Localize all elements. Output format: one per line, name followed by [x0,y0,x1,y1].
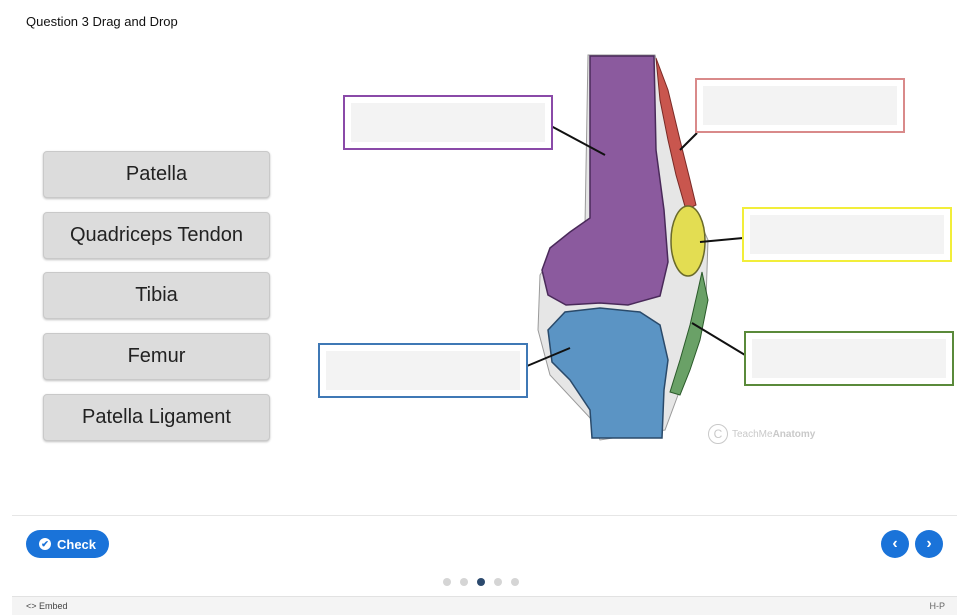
chevron-right-icon: › [926,535,931,553]
next-button[interactable]: › [915,530,943,558]
check-button[interactable]: ✔ Check [26,530,109,558]
check-label: Check [57,537,96,552]
progress-dot[interactable] [443,578,451,586]
chevron-left-icon: ‹ [892,535,897,553]
embed-link[interactable]: <> Embed [26,601,68,611]
watermark-suffix: Anatomy [773,429,816,440]
watermark: C TeachMeAnatomy [708,424,815,444]
dropzone-yellow[interactable] [742,207,952,262]
dropzone-red[interactable] [695,78,905,133]
dropzone-blue[interactable] [318,343,528,398]
progress-dots [443,578,519,586]
divider [12,515,957,516]
leader-line-red [680,133,697,150]
femur-shape [542,56,668,305]
patella-shape [671,206,705,276]
h5p-logo[interactable]: H-P [930,601,946,611]
progress-dot[interactable] [460,578,468,586]
copyright-icon: C [708,424,728,444]
progress-dot[interactable] [494,578,502,586]
dropzone-purple[interactable] [343,95,553,150]
dropzone-green[interactable] [744,331,954,386]
check-icon: ✔ [39,538,51,550]
tibia-shape [548,308,668,438]
previous-button[interactable]: ‹ [881,530,909,558]
watermark-prefix: TeachMe [732,429,773,440]
progress-dot[interactable] [511,578,519,586]
footer-bar: <> Embed H-P [12,596,957,615]
progress-dot-active[interactable] [477,578,485,586]
